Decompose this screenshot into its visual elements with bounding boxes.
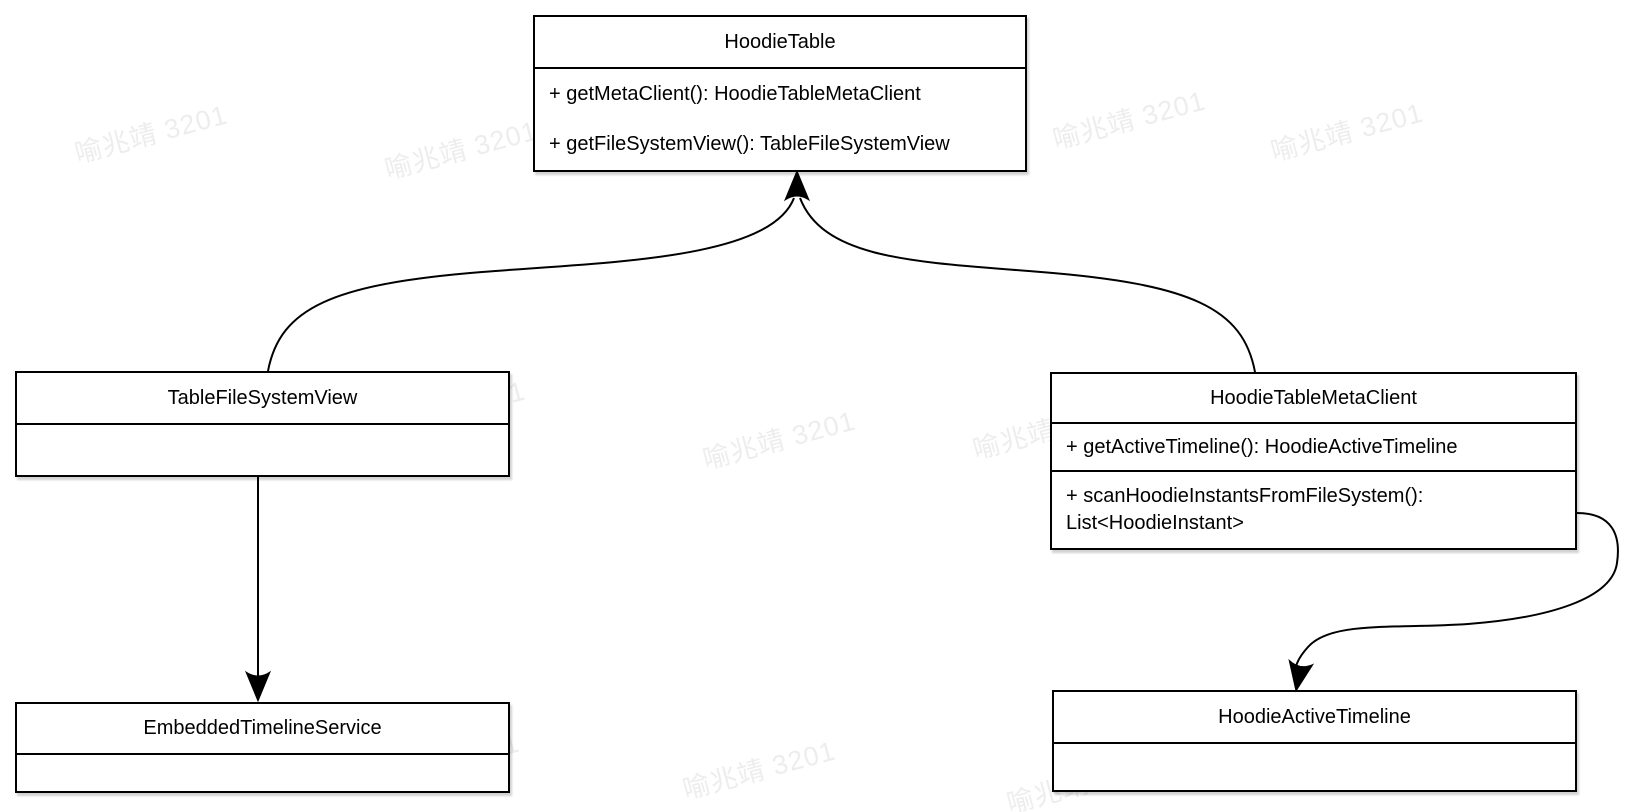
arrowhead-up-hoodietable <box>783 169 811 202</box>
class-tablefilesystemview: TableFileSystemView <box>15 371 510 477</box>
watermark-text: 喻兆靖 3201 <box>1267 97 1427 168</box>
watermark-text: 喻兆靖 3201 <box>679 735 839 806</box>
edge-tablefilesystemview-to-hoodietable <box>267 197 795 372</box>
arrowhead-down-embeddedtimelineservice <box>244 670 272 703</box>
class-hoodietablemetaclient-title: HoodieTableMetaClient <box>1210 386 1417 409</box>
class-hoodietable-methods: + getMetaClient(): HoodieTableMetaClient… <box>535 67 1025 170</box>
class-embeddedtimelineservice: EmbeddedTimelineService <box>15 702 510 793</box>
arrowhead-down-hoodieactivetimeline <box>1288 658 1315 693</box>
class-tablefilesystemview-body <box>17 423 508 475</box>
watermark-text: 喻兆靖 3201 <box>381 115 541 186</box>
class-hoodieactivetimeline: HoodieActiveTimeline <box>1052 690 1577 792</box>
class-embeddedtimelineservice-title: EmbeddedTimelineService <box>143 717 382 739</box>
method-getmetaclient: + getMetaClient(): HoodieTableMetaClient <box>549 82 921 105</box>
watermark-text: 喻兆靖 3201 <box>699 405 859 476</box>
class-hoodieactivetimeline-title: HoodieActiveTimeline <box>1218 705 1411 728</box>
class-tablefilesystemview-title: TableFileSystemView <box>167 386 358 409</box>
watermark-text: 喻兆靖 3201 <box>71 99 231 170</box>
class-embeddedtimelineservice-body <box>17 753 508 791</box>
class-hoodieactivetimeline-body <box>1054 742 1575 790</box>
method-getfilesystemview: + getFileSystemView(): TableFileSystemVi… <box>549 132 950 155</box>
method-scanhoodieinstants: + scanHoodieInstantsFromFileSystem(): Li… <box>1052 470 1575 548</box>
method-getactivetimeline: + getActiveTimeline(): HoodieActiveTimel… <box>1052 422 1575 470</box>
class-hoodietable-title: HoodieTable <box>724 30 836 53</box>
watermark-text: 喻兆靖 3201 <box>1049 85 1209 156</box>
class-hoodietablemetaclient: HoodieTableMetaClient + getActiveTimelin… <box>1050 372 1577 550</box>
class-hoodietable: HoodieTable + getMetaClient(): HoodieTab… <box>533 15 1027 172</box>
edge-hoodietablemetaclient-to-hoodietable <box>799 197 1256 373</box>
